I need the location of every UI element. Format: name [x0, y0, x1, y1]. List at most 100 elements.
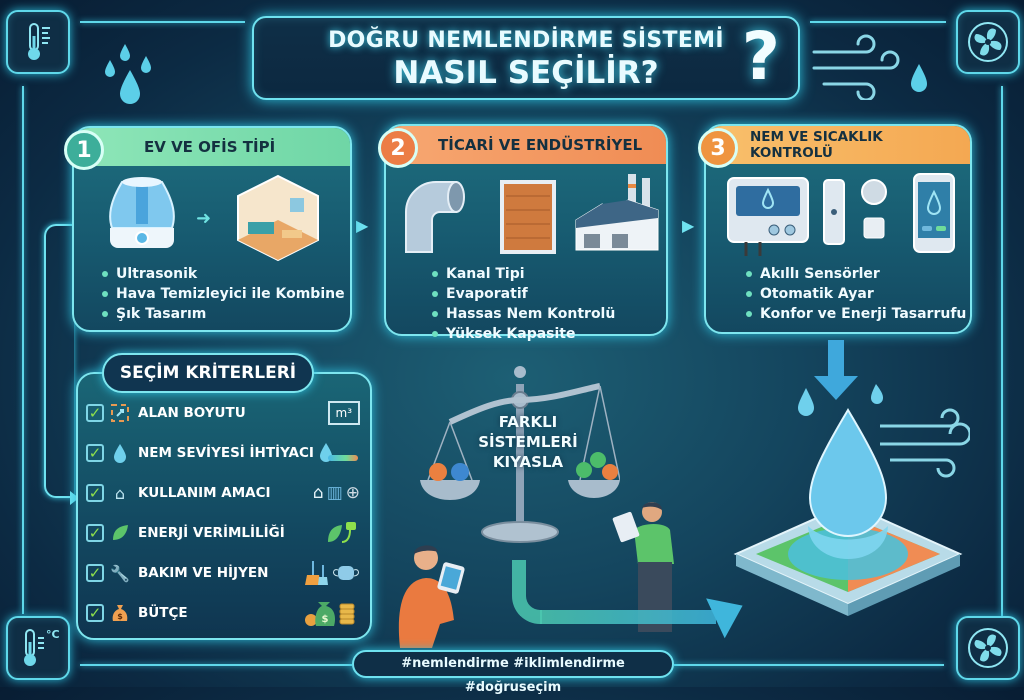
- maintenance-icon: 🔧: [110, 563, 130, 583]
- step-number: 1: [76, 137, 92, 163]
- sensor-icon: [823, 179, 887, 245]
- celsius-unit: °C: [46, 628, 60, 641]
- question-mark-icon: ?: [741, 18, 780, 95]
- card-ev-ofis: EV VE OFİS TİPİ 1 ➜ Ultrasonik Hava Temi…: [64, 126, 352, 332]
- card-feature-list: Akıllı Sensörler Otomatik Ayar Konfor ve…: [744, 264, 966, 324]
- feature-item: Şık Tasarım: [100, 304, 345, 324]
- card-header: NEM VE SICAKLIK KONTROLÜ: [706, 126, 970, 164]
- page-title-line2: NASIL SEÇİLİR?: [393, 55, 659, 91]
- frame-line-bottom-left: [80, 664, 352, 666]
- card-feature-list: Ultrasonik Hava Temizleyici ile Kombine …: [100, 264, 345, 324]
- compare-line1: FARKLI: [498, 413, 558, 431]
- fan-corner-box-bottom: [956, 616, 1020, 680]
- duct-pipe-icon: [405, 181, 465, 253]
- area-unit-box: m³: [327, 401, 360, 425]
- step-number: 3: [710, 135, 726, 161]
- flow-arrow-path: [512, 560, 542, 624]
- criteria-panel: [76, 372, 372, 640]
- criteria-item-alan-boyutu: ✓ ALAN BOYUTU m³: [86, 398, 366, 428]
- feature-item: Evaporatif: [430, 284, 615, 304]
- fan-corner-box-top: [956, 10, 1020, 74]
- thermometer-celsius-corner-box: °C: [6, 616, 70, 680]
- control-panel-icon: [727, 177, 809, 256]
- smartphone-icon: [913, 173, 955, 253]
- feature-item: Kanal Tipi: [430, 264, 615, 284]
- feature-item: Akıllı Sensörler: [744, 264, 966, 284]
- feature-item: Ultrasonik: [100, 264, 345, 284]
- area-measure-icon: m³: [327, 398, 360, 428]
- humidifier-icon: [109, 177, 175, 248]
- criteria-item-bakim-hijyen: ✓ 🔧 BAKIM VE HİJYEN: [86, 558, 366, 588]
- criteria-label: KULLANIM AMACI: [138, 485, 271, 501]
- criteria-item-kullanim-amaci: ✓ ⌂ KULLANIM AMACI ⌂▥⊕: [86, 478, 366, 508]
- checkbox-checked-icon[interactable]: ✓: [86, 604, 104, 622]
- balance-scale-icon: [420, 366, 620, 543]
- water-drop-icon: [911, 64, 927, 92]
- svg-text:$: $: [117, 612, 123, 621]
- criteria-label: NEM SEVİYESİ İHTİYACI: [138, 445, 314, 461]
- leaf-icon: [110, 523, 130, 543]
- checkbox-checked-icon[interactable]: ✓: [86, 404, 104, 422]
- checkbox-checked-icon[interactable]: ✓: [86, 484, 104, 502]
- card-title: EV VE OFİS TİPİ: [144, 138, 276, 156]
- checkbox-checked-icon[interactable]: ✓: [86, 524, 104, 542]
- factory-icon: [575, 174, 659, 251]
- feature-item: Hassas Nem Kontrolü: [430, 304, 615, 324]
- connector-arrow-left: [44, 224, 74, 498]
- arrow-right-icon: ➜: [196, 208, 212, 229]
- svg-text:$: $: [322, 614, 329, 625]
- humidity-platform-illustration: [733, 340, 970, 616]
- area-resize-icon: [110, 403, 130, 423]
- criteria-label: ALAN BOYUTU: [138, 405, 246, 421]
- cleaning-icons: [305, 558, 360, 588]
- evaporative-pad-icon: [500, 180, 556, 254]
- thermometer-celsius-icon: [24, 629, 44, 666]
- living-room-icon: [237, 174, 319, 262]
- frame-line-top-right: [810, 21, 946, 23]
- leaf-plug-icon: [326, 518, 360, 548]
- frame-line-top-left: [80, 21, 245, 23]
- water-drops-decoration: [105, 44, 151, 104]
- arrow-card2-to-card3: ▶: [682, 216, 695, 235]
- compare-line3: KIYASLA: [492, 453, 564, 471]
- criteria-label: ENERJİ VERİMLİLİĞİ: [138, 525, 285, 541]
- fan-icon: [968, 628, 1008, 668]
- frame-line-left: [22, 86, 24, 614]
- page-title-line1: DOĞRU NEMLENDİRME SİSTEMİ: [328, 28, 724, 53]
- card-title: TİCARİ VE ENDÜSTRİYEL: [438, 136, 643, 154]
- water-drop-icon: [110, 443, 130, 463]
- wind-icon: [812, 34, 900, 100]
- humidity-gauge-icon: [318, 438, 360, 468]
- criteria-item-butce: ✓ $ BÜTÇE $: [86, 598, 366, 628]
- criteria-item-nem-seviyesi: ✓ NEM SEVİYESİ İHTİYACI: [86, 438, 366, 468]
- money-coins-icon: $: [304, 598, 360, 628]
- compare-systems-label: FARKLI SİSTEMLERİ KIYASLA: [478, 412, 578, 472]
- connector-arrowhead: [70, 491, 79, 505]
- card-title: NEM VE SICAKLIK KONTROLÜ: [750, 129, 883, 161]
- card-ticari-endustriyel: TİCARİ VE ENDÜSTRİYEL 2 Kanal Tipi Evapo…: [378, 124, 668, 342]
- person-with-tablet-left: [398, 545, 465, 648]
- money-bag-icon: $: [110, 603, 130, 623]
- criteria-title: SEÇİM KRİTERLERİ: [102, 353, 314, 393]
- hashtag-banner: #nemlendirme #iklimlendirme #doğruseçim: [352, 650, 674, 695]
- criteria-item-enerji-verimliligi: ✓ ENERJİ VERİMLİLİĞİ: [86, 518, 366, 548]
- usage-type-icons: ⌂▥⊕: [313, 478, 360, 508]
- criteria-label: BAKIM VE HİJYEN: [138, 565, 269, 581]
- thermometer-icon: [28, 23, 50, 60]
- card-feature-list: Kanal Tipi Evaporatif Hassas Nem Kontrol…: [430, 264, 615, 344]
- card-nem-sicaklik: NEM VE SICAKLIK KONTROLÜ 3 Akıllı Sensör…: [698, 124, 972, 334]
- card-header: EV VE OFİS TİPİ: [74, 128, 350, 166]
- page-title-box: DOĞRU NEMLENDİRME SİSTEMİ NASIL SEÇİLİR?…: [252, 16, 800, 100]
- step-badge: 3: [698, 128, 738, 168]
- thermometer-corner-box: [6, 10, 70, 74]
- checkbox-checked-icon[interactable]: ✓: [86, 444, 104, 462]
- step-number: 2: [390, 135, 406, 161]
- broom-icon: [305, 561, 328, 585]
- face-mask-icon: [333, 566, 359, 580]
- flow-arrow-bar: [540, 610, 716, 624]
- house-icon: ⌂: [114, 483, 126, 503]
- checkbox-checked-icon[interactable]: ✓: [86, 564, 104, 582]
- globe-building-icon: ⊕: [345, 483, 360, 503]
- step-badge: 2: [378, 128, 418, 168]
- house-icon: ⌂: [312, 483, 324, 503]
